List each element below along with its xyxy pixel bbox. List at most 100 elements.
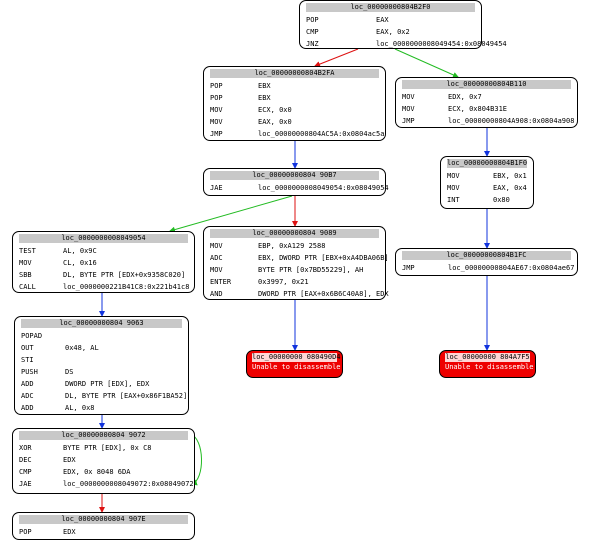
instruction-row[interactable]: MOV EAX, 0x0 bbox=[210, 116, 379, 128]
instruction-row[interactable]: ADC EBX, DWORD PTR [EBX+0xA4DBA06B] bbox=[210, 252, 389, 264]
error-block-e1[interactable]: loc_00000000 080490D4 Unable to disassem… bbox=[246, 350, 343, 378]
block-label: loc_0000000008049054 bbox=[19, 234, 188, 243]
operands: EDX, 0x7 bbox=[448, 93, 482, 101]
operands: AL, 0x8 bbox=[65, 404, 95, 412]
mnemonic: XOR bbox=[19, 444, 32, 452]
instruction-row[interactable]: JMP loc_00000000804AC5A:0x0804ac5a bbox=[210, 128, 384, 140]
operands: EBX bbox=[258, 82, 271, 90]
operands: DWORD PTR [EAX+0x6B6C40A8], EDX bbox=[258, 290, 389, 298]
mnemonic: ADC bbox=[210, 254, 223, 262]
mnemonic: MOV bbox=[210, 118, 223, 126]
instruction-row[interactable]: XOR BYTE PTR [EDX], 0x C8 bbox=[19, 442, 188, 454]
operands: 0x3997, 0x21 bbox=[258, 278, 309, 286]
mnemonic: ADD bbox=[21, 380, 34, 388]
operands: loc_00000000804AC5A:0x0804ac5a bbox=[258, 130, 385, 138]
edge-b4-b6 bbox=[169, 195, 293, 233]
mnemonic: POP bbox=[19, 528, 32, 536]
edge-b1-b2 bbox=[314, 48, 359, 67]
operands: EAX, 0x2 bbox=[376, 28, 410, 36]
mnemonic: PUSH bbox=[21, 368, 38, 376]
mnemonic: CALL bbox=[19, 283, 36, 291]
mnemonic: MOV bbox=[210, 106, 223, 114]
instruction-row[interactable]: JMP loc_00000000804AE67:0x0804ae67 bbox=[402, 262, 575, 274]
block-label: loc_00000000804B110 bbox=[402, 80, 571, 89]
mnemonic: JMP bbox=[210, 130, 223, 138]
operands: 0x80 bbox=[493, 196, 510, 204]
block-label: loc_00000000804 9089 bbox=[210, 229, 379, 238]
operands: EAX, 0x0 bbox=[258, 118, 292, 126]
mnemonic: POPAD bbox=[21, 332, 43, 340]
error-block-label: loc_00000000 080490D4 bbox=[252, 353, 341, 362]
operands: EBX, 0x1 bbox=[493, 172, 527, 180]
instruction-row[interactable]: POP EBX bbox=[210, 92, 379, 104]
mnemonic: SBB bbox=[19, 271, 32, 279]
operands: EBX, DWORD PTR [EBX+0xA4DBA06B] bbox=[258, 254, 389, 262]
mnemonic: MOV bbox=[447, 184, 460, 192]
mnemonic: JMP bbox=[402, 264, 415, 272]
edge-b1-b3 bbox=[394, 48, 459, 78]
operands: EDX, 0x 8048 6DA bbox=[63, 468, 131, 476]
instruction-row[interactable]: STI bbox=[21, 354, 182, 366]
operands: ECX, 0x0 bbox=[258, 106, 292, 114]
operands: 0x48, AL bbox=[65, 344, 99, 352]
error-block-e2[interactable]: loc_00000000 804A7F5 Unable to disassemb… bbox=[439, 350, 536, 378]
instruction-row[interactable]: MOV ECX, 0x0 bbox=[210, 104, 379, 116]
mnemonic: STI bbox=[21, 356, 34, 364]
error-message: Unable to disassemble bbox=[252, 363, 341, 371]
error-message: Unable to disassemble bbox=[445, 363, 534, 371]
operands: loc_00000000804A908:0x0804a908 bbox=[448, 117, 575, 125]
mnemonic: POP bbox=[210, 94, 223, 102]
operands: EBX bbox=[258, 94, 271, 102]
error-block-label: loc_00000000 804A7F5 bbox=[445, 353, 530, 362]
operands: loc_0000000008049054:0x08049054 bbox=[258, 184, 389, 192]
operands: BYTE PTR [0x7BD55229], AH bbox=[258, 266, 364, 274]
operands: loc_0000000008049072:0x08049072 bbox=[63, 480, 194, 488]
operands: BYTE PTR [EDX], 0x C8 bbox=[63, 444, 152, 452]
operands: DL, BYTE PTR [EDX+0x9358C020] bbox=[63, 271, 186, 279]
block-label: loc_00000000804B2FA bbox=[210, 69, 379, 78]
block-label: loc_00000000804B2F0 bbox=[306, 3, 475, 12]
instruction-row[interactable]: POPAD bbox=[21, 330, 182, 342]
instruction-row[interactable]: SBB DL, BYTE PTR [EDX+0x9358C020] bbox=[19, 269, 188, 281]
mnemonic: MOV bbox=[210, 242, 223, 250]
operands: loc_00000000804AE67:0x0804ae67 bbox=[448, 264, 575, 272]
